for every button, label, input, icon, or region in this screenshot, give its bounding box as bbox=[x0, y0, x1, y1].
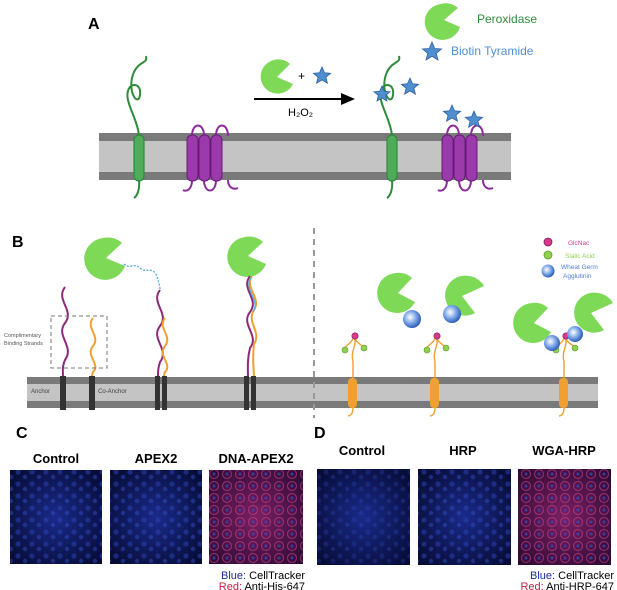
glycoprotein-1 bbox=[341, 332, 368, 417]
multipass-receptor-left bbox=[182, 124, 239, 192]
micrograph-d-hrp bbox=[418, 469, 511, 565]
panel-c-title-2: APEX2 bbox=[135, 451, 178, 466]
membrane-b bbox=[27, 377, 598, 408]
glycoprotein-3-labeled bbox=[513, 292, 613, 417]
complementary-label-line1: Complimentary bbox=[4, 333, 41, 339]
panel-a-label: A bbox=[88, 16, 100, 33]
complementary-strands-box bbox=[50, 315, 108, 369]
free-dna-apex2 bbox=[84, 237, 161, 291]
panel-c-caption-red: Red: Anti-His-647 bbox=[219, 581, 305, 590]
co-anchor-label: Co-Anchor bbox=[98, 389, 127, 395]
wga-hrp-complex-2 bbox=[443, 275, 484, 323]
panel-d-caption-blue: Blue: CellTracker bbox=[530, 570, 614, 582]
reaction-peroxidase-icon bbox=[260, 59, 293, 94]
micrograph-c-apex2 bbox=[110, 470, 202, 564]
legend-biotin-label: Biotin Tyramide bbox=[451, 44, 534, 58]
sialic-legend-label: Sialic Acid bbox=[565, 253, 595, 260]
panel-d-label: D bbox=[314, 425, 326, 442]
co-anchor-strand bbox=[89, 317, 97, 410]
panel-c-title-1: Control bbox=[33, 451, 79, 466]
wga-legend-label-line2: Agglutinin bbox=[563, 273, 592, 280]
panel-d: D Control HRP WGA-HRP Blue: CellTracker … bbox=[314, 425, 614, 590]
reaction-reagent: H₂O₂ bbox=[288, 107, 313, 119]
bound-dna-apex2 bbox=[227, 236, 266, 410]
sialic-legend-icon bbox=[543, 250, 553, 260]
hybridized-anchor-pair bbox=[155, 289, 169, 410]
micrograph-d-wga-hrp bbox=[518, 469, 611, 565]
panel-d-title-3: WGA-HRP bbox=[532, 443, 596, 458]
micrograph-c-control bbox=[10, 470, 102, 564]
panel-d-title-2: HRP bbox=[449, 443, 477, 458]
reaction-plus: + bbox=[298, 69, 305, 83]
reaction-arrow bbox=[254, 93, 355, 105]
panel-b-label: B bbox=[12, 234, 24, 251]
wga-legend-icon bbox=[541, 264, 555, 278]
peroxidase-legend-icon bbox=[424, 3, 460, 40]
panel-d-title-1: Control bbox=[339, 443, 385, 458]
legend-peroxidase-label: Peroxidase bbox=[477, 12, 537, 26]
panel-d-caption-red: Red: Anti-HRP-647 bbox=[520, 581, 614, 590]
micrograph-c-dna-apex2 bbox=[209, 470, 303, 564]
anchor-label: Anchor bbox=[31, 389, 50, 395]
panel-c: C Control APEX2 DNA-APEX2 Blue: CellTrac… bbox=[10, 425, 305, 590]
panel-b: B Complimentary Binding Strands bbox=[4, 228, 613, 418]
micrograph-d-control bbox=[317, 469, 410, 565]
glycoprotein-2 bbox=[423, 332, 450, 417]
reaction-biotin-icon bbox=[312, 65, 332, 85]
wga-legend-label-line1: Wheat Germ bbox=[561, 264, 598, 271]
wga-hrp-complex-1 bbox=[377, 272, 421, 328]
anchor-strand bbox=[60, 286, 69, 410]
panel-c-label: C bbox=[16, 425, 28, 442]
multipass-receptor-right-labeled bbox=[437, 103, 494, 192]
complementary-label-line2: Binding Strands bbox=[4, 341, 43, 347]
panel-c-caption-blue: Blue: CellTracker bbox=[221, 570, 305, 582]
panel-a: A Peroxidase Biotin Tyramide + H₂O₂ bbox=[88, 3, 537, 199]
biotin-legend-icon bbox=[421, 40, 443, 61]
glcnac-legend-icon bbox=[543, 237, 553, 247]
single-pass-protein-right-labeled bbox=[372, 55, 420, 199]
glcnac-legend-label: GlcNac bbox=[568, 240, 590, 247]
single-pass-protein-left bbox=[126, 55, 148, 199]
panel-c-title-3: DNA-APEX2 bbox=[218, 451, 293, 466]
